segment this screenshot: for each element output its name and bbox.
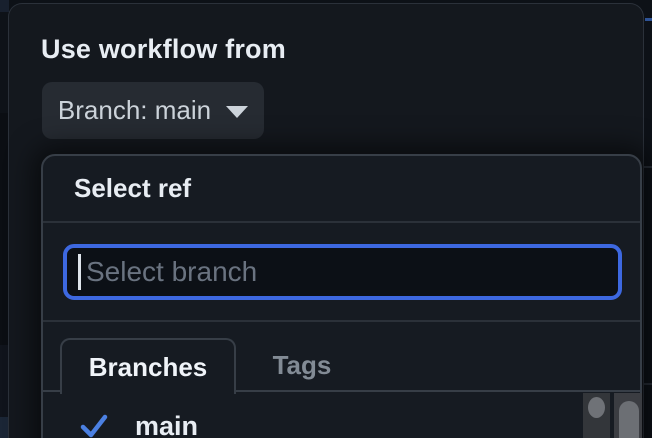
branch-search-field (63, 244, 622, 300)
caret-down-icon (226, 106, 249, 118)
text-cursor (78, 254, 81, 290)
panel-scrollbar-thumb[interactable] (619, 401, 639, 438)
input-divider (43, 320, 640, 322)
page-background-left-edge (0, 0, 9, 438)
ref-item-main[interactable]: main (43, 394, 580, 438)
background-divider-line (643, 383, 652, 385)
background-divider-line (643, 166, 652, 168)
panel-scrollbar[interactable] (614, 393, 642, 438)
branch-search-input[interactable] (63, 244, 622, 300)
tab-tags-label: Tags (272, 349, 332, 380)
background-content-block (0, 0, 9, 12)
branch-selector-button[interactable]: Branch: main (42, 82, 264, 139)
background-content-block (0, 417, 9, 438)
ref-item-label: main (135, 410, 199, 438)
modal-title: Use workflow from (41, 34, 286, 64)
background-content-block (0, 12, 9, 113)
tab-branches-label: Branches (88, 351, 208, 382)
page-background-right-edge (643, 0, 652, 438)
ref-type-tabs: Branches Tags (43, 338, 640, 394)
workflow-dispatch-modal: Use workflow from Branch: main Select re… (8, 3, 644, 438)
background-content-block (0, 113, 9, 345)
tab-tags[interactable]: Tags (236, 338, 368, 392)
branch-selector-label: Branch: main (57, 95, 212, 125)
background-content-block (0, 345, 9, 417)
list-scrollbar[interactable] (583, 393, 610, 438)
ref-select-title: Select ref (74, 173, 192, 203)
ref-select-menu: Select ref Branches Tags (41, 154, 642, 438)
tab-branches[interactable]: Branches (60, 338, 236, 394)
background-accent-line (645, 18, 652, 21)
list-scrollbar-thumb[interactable] (588, 397, 605, 418)
ref-list: main (43, 394, 640, 438)
check-icon (80, 414, 108, 438)
header-divider (43, 221, 640, 223)
ref-select-header: Select ref (43, 156, 640, 221)
